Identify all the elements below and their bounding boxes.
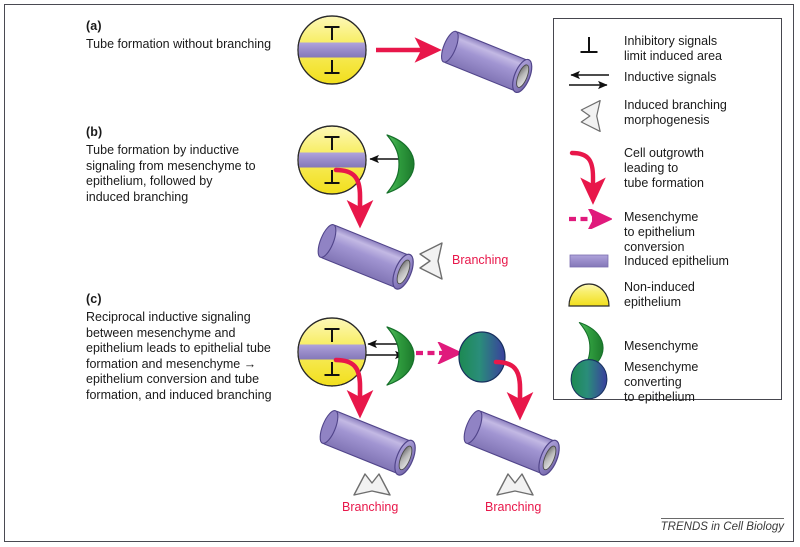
legend-item-induced-branching: Induced branching morphogenesis bbox=[554, 97, 783, 135]
induced-branching-icon-b bbox=[419, 242, 443, 280]
legend-label: Cell outgrowth leading to tube formation bbox=[624, 146, 704, 191]
panel-c-label: (c) bbox=[86, 292, 102, 306]
panel-a-label: (a) bbox=[86, 19, 102, 33]
branching-label-c-left: Branching bbox=[342, 500, 399, 514]
legend-item-mesenchyme-conversion: Mesenchyme to epithelium conversion bbox=[554, 209, 783, 256]
mesenchyme-crescent-b bbox=[386, 134, 415, 194]
epithelial-tube-c-left bbox=[319, 410, 416, 476]
mesenchyme-conversion-arrow-c bbox=[416, 342, 462, 364]
epithelial-tube-c-right bbox=[463, 410, 560, 476]
epithelial-tube-a bbox=[441, 30, 533, 94]
mesenchyme-conversion-arrow-icon bbox=[554, 209, 624, 229]
legend-box: Inhibitory signals limit induced area In… bbox=[553, 18, 783, 404]
mesenchyme-converting-icon bbox=[554, 357, 624, 403]
inhibitory-signal-icon bbox=[554, 33, 624, 59]
figure-border bbox=[4, 4, 794, 542]
legend-label: Mesenchyme to epithelium conversion bbox=[624, 210, 699, 255]
legend-label: Induced branching morphogenesis bbox=[624, 98, 727, 128]
cell-outgrowth-arrow-b bbox=[333, 167, 374, 229]
inductive-signals-icon bbox=[554, 69, 624, 91]
legend-item-non-induced-epithelium: Non-induced epithelium bbox=[554, 279, 783, 310]
cell-outgrowth-arrow-icon bbox=[554, 145, 624, 207]
legend-item-mesenchyme-converting: Mesenchyme converting to epithelium bbox=[554, 357, 783, 406]
legend-item-inhibitory-signals: Inhibitory signals limit induced area bbox=[554, 33, 783, 64]
legend-item-induced-epithelium: Induced epithelium bbox=[554, 253, 783, 269]
panel-b-label: (b) bbox=[86, 125, 103, 139]
legend-label: Induced epithelium bbox=[624, 254, 729, 268]
induced-epithelium-swatch-icon bbox=[554, 253, 624, 269]
epithelium-circle-a bbox=[297, 15, 367, 85]
induced-branching-icon-c-right bbox=[496, 473, 534, 496]
inhibitory-signal-icon bbox=[324, 328, 340, 376]
transition-arrow-a bbox=[376, 37, 442, 63]
epithelial-tube-b bbox=[317, 224, 414, 290]
legend-label: Mesenchyme converting to epithelium bbox=[624, 360, 699, 405]
branching-label-b: Branching bbox=[452, 253, 509, 267]
non-induced-epithelium-icon bbox=[554, 279, 624, 309]
legend-item-cell-outgrowth: Cell outgrowth leading to tube formation bbox=[554, 145, 783, 207]
journal-credit: TRENDS in Cell Biology bbox=[660, 518, 784, 533]
induced-branching-icon bbox=[554, 97, 624, 135]
cell-outgrowth-arrow-c-left bbox=[333, 357, 374, 419]
branching-label-c-right: Branching bbox=[485, 500, 542, 514]
legend-label: Inhibitory signals limit induced area bbox=[624, 34, 722, 64]
legend-item-inductive-signals: Inductive signals bbox=[554, 69, 783, 91]
panel-a-description: Tube formation without branching bbox=[86, 37, 272, 51]
legend-label: Inductive signals bbox=[624, 70, 717, 84]
legend-label: Mesenchyme bbox=[624, 339, 699, 353]
inhibitory-signal-icon bbox=[324, 136, 340, 184]
legend-item-mesenchyme: Mesenchyme bbox=[554, 319, 783, 377]
epithelium-circle-c bbox=[297, 317, 367, 387]
induced-branching-icon-c-left bbox=[353, 473, 391, 496]
cell-outgrowth-arrow-c-right bbox=[493, 359, 534, 421]
mesenchyme-converting-circle-c bbox=[458, 331, 506, 383]
inhibitory-signal-icon bbox=[324, 26, 340, 74]
panel-b-description: Tube formation by inductive signaling fr… bbox=[86, 143, 256, 204]
epithelium-circle-b bbox=[297, 125, 367, 195]
panel-c-description: Reciprocal inductive signaling between m… bbox=[86, 310, 272, 402]
legend-label: Non-induced epithelium bbox=[624, 280, 695, 310]
mesenchyme-crescent-c bbox=[386, 326, 415, 386]
